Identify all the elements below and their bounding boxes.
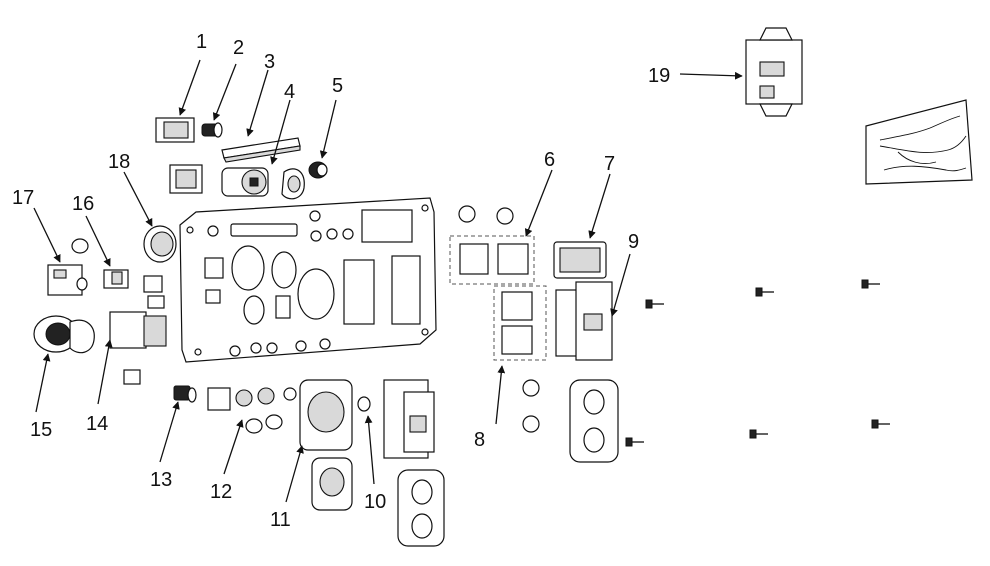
screws <box>625 279 890 447</box>
callout-11: 11 <box>270 509 291 531</box>
part-3-bar <box>221 137 301 163</box>
part-17-breaker <box>47 238 89 296</box>
part-12-terminal-set <box>207 387 297 434</box>
part-10-fastener <box>357 396 371 412</box>
wiring-harness-panel <box>865 99 973 185</box>
part-5-knob <box>308 161 328 179</box>
gfci-outlet-center <box>383 379 435 459</box>
callout-3: 3 <box>264 51 275 73</box>
callout-17: 17 <box>12 187 34 209</box>
callout-8: 8 <box>474 429 485 451</box>
part-8-breaker-pair <box>493 285 547 433</box>
part-7-module <box>553 241 607 279</box>
part-4-usb-socket <box>221 167 305 200</box>
part-13-post <box>173 385 197 403</box>
part-6-breaker-pair <box>449 205 535 285</box>
callout-6: 6 <box>544 149 555 171</box>
part-9-gfci-outlet <box>555 281 613 361</box>
callout-2: 2 <box>233 37 244 59</box>
part-1-switch <box>155 117 203 194</box>
callout-numbers: 1 2 3 4 5 6 7 8 9 10 11 12 13 14 15 16 1… <box>12 31 670 531</box>
part-16-switch <box>103 269 165 309</box>
callout-5: 5 <box>332 75 343 97</box>
callout-13: 13 <box>150 469 172 491</box>
callout-9: 9 <box>628 231 639 253</box>
callout-14: 14 <box>86 413 108 435</box>
callout-7: 7 <box>604 153 615 175</box>
callout-15: 15 <box>30 419 52 441</box>
part-19-control-box <box>745 27 803 117</box>
callout-16: 16 <box>72 193 94 215</box>
outlet-cover-center <box>397 469 445 547</box>
callout-1: 1 <box>196 31 207 53</box>
leader-lines <box>33 59 743 503</box>
part-15-12v-socket <box>33 315 95 354</box>
control-panel-plate <box>179 197 437 363</box>
callout-18: 18 <box>108 151 130 173</box>
part-11-twist-lock-receptacle <box>299 379 353 511</box>
callout-10: 10 <box>364 491 386 513</box>
callout-4: 4 <box>284 81 295 103</box>
part-2-indicator-light <box>201 122 223 138</box>
part-14-rocker-switch <box>109 311 167 385</box>
part-18-ring <box>143 225 177 263</box>
outlet-cover-right <box>569 379 619 463</box>
callout-12: 12 <box>210 481 232 503</box>
callout-19: 19 <box>648 65 670 87</box>
